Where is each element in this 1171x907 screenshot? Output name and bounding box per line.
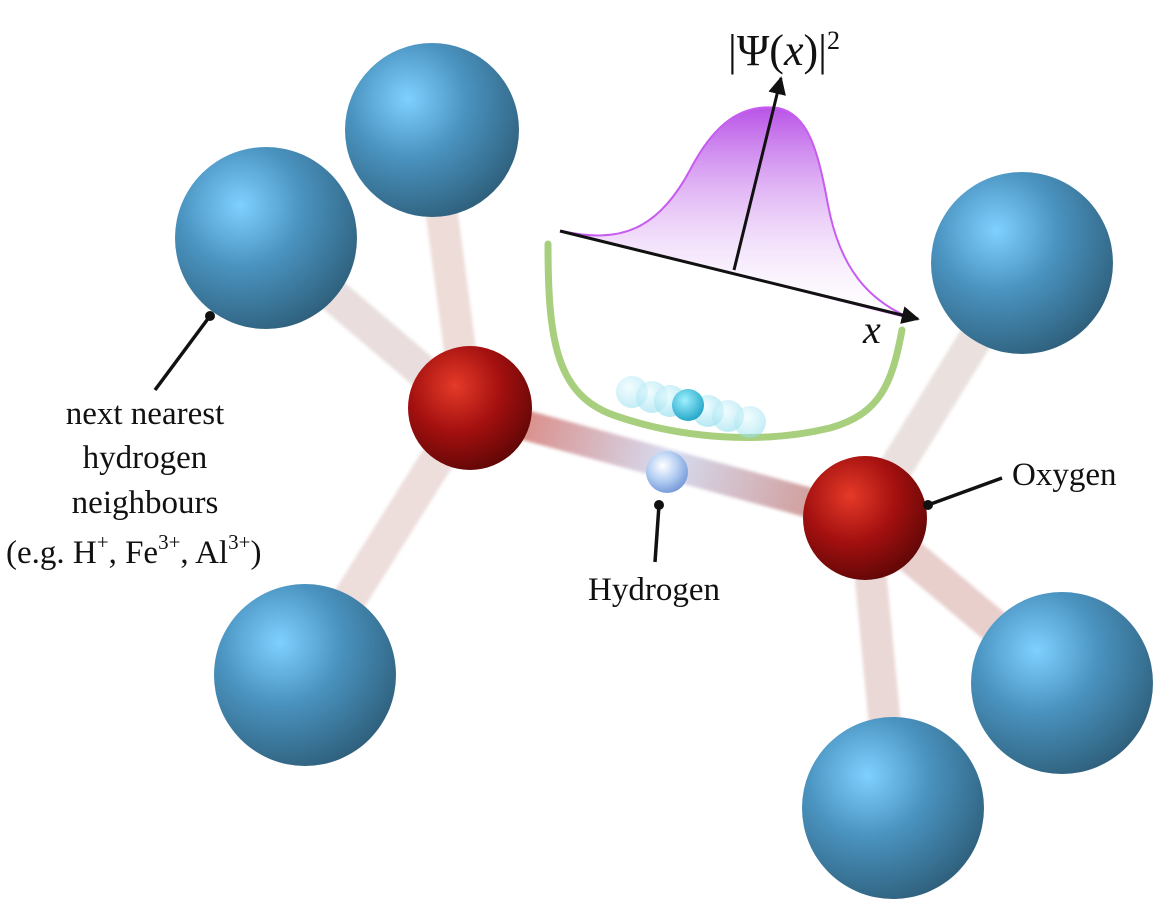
neighbour-atom (931, 172, 1113, 354)
neighbour-pointer-dot (205, 311, 215, 321)
neighbour-example-mid2: , Al (180, 535, 228, 571)
neighbour-atoms (175, 43, 1153, 899)
x-axis (559, 229, 920, 324)
neighbour-example-suffix: ) (250, 535, 261, 571)
neighbour-pointer-line (153, 314, 212, 392)
psi-title-psi: Ψ( (737, 26, 784, 75)
psi-title-exp: 2 (827, 26, 840, 55)
oxygen-pointer-line (927, 476, 1003, 507)
oxygen-callout: Oxygen (923, 457, 1116, 510)
hydrogen-atom (646, 451, 688, 493)
hydrogen-pointer-line (653, 504, 661, 563)
neighbour-example-prefix: (e.g. H (6, 535, 97, 571)
neighbour-atom (175, 147, 357, 329)
neighbour-label-line2: hydrogen (83, 440, 208, 476)
neighbour-atom (802, 717, 984, 899)
proton-center (672, 389, 704, 421)
psi-axis-title: |Ψ(x)|2 (728, 26, 840, 75)
potential-well (544, 240, 906, 441)
oxygen-pointer-dot (923, 500, 933, 510)
wavefunction-density (561, 106, 911, 319)
oxygen-atom-left (408, 346, 532, 470)
hydrogen-callout: Hydrogen (588, 500, 720, 608)
psi-title-bar: | (728, 26, 737, 75)
neighbour-callout: next nearest hydrogen neighbours (e.g. H… (6, 311, 261, 571)
psi-title-x: x (783, 26, 804, 75)
neighbour-label-line4: (e.g. H+, Fe3+, Al3+) (6, 530, 261, 571)
proton-ghost (734, 406, 766, 438)
neighbour-example-sup3: 3+ (228, 530, 250, 554)
psi-axis (732, 76, 786, 271)
neighbour-example-mid1: , Fe (109, 535, 159, 571)
hydrogen-label: Hydrogen (588, 572, 720, 608)
proton-wavepacket (616, 376, 766, 438)
psi-title-close: )| (803, 26, 826, 75)
neighbour-example-sup1: + (97, 530, 109, 554)
neighbour-atom (971, 592, 1153, 774)
neighbour-example-sup2: 3+ (158, 530, 180, 554)
neighbour-atom (345, 43, 519, 217)
neighbour-atom (214, 584, 396, 766)
neighbour-label-line3: neighbours (72, 485, 219, 521)
hydrogen-pointer-dot (654, 500, 664, 510)
oxygen-atom-right (803, 456, 927, 580)
x-axis-label: x (862, 307, 881, 352)
neighbour-label-line1: next nearest (66, 396, 225, 432)
oxygen-label: Oxygen (1012, 457, 1116, 493)
